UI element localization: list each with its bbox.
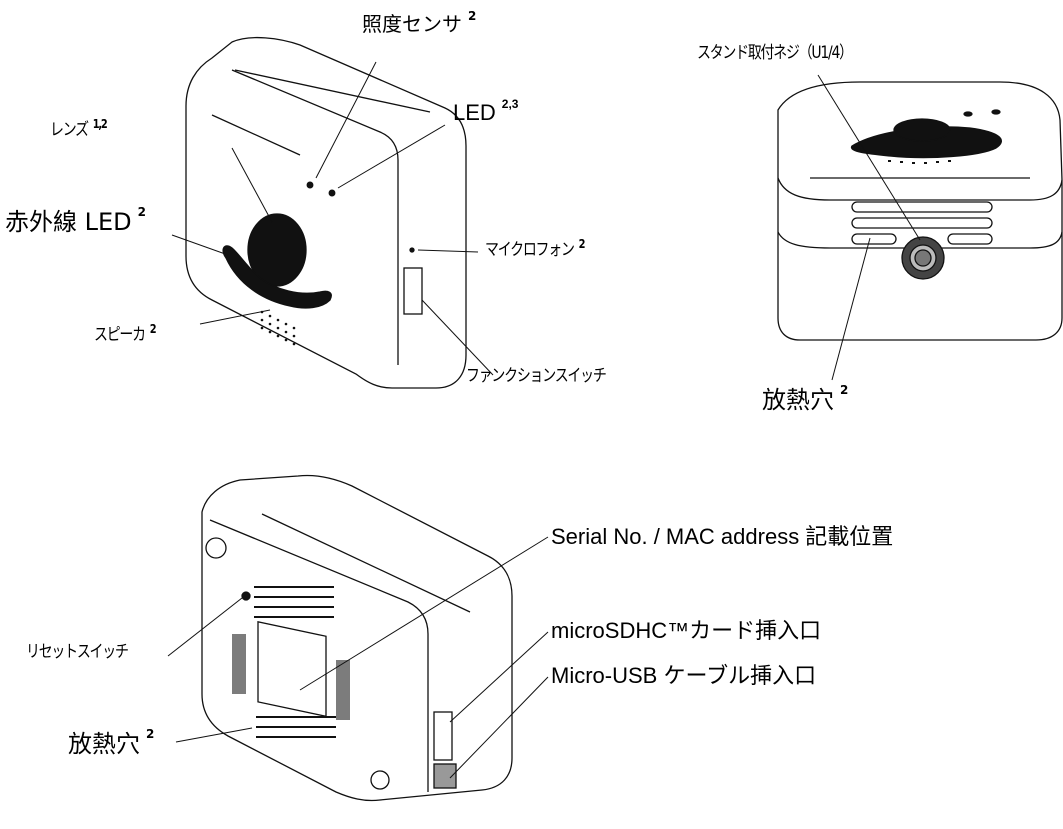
- microsd-slot-icon: [433, 711, 453, 761]
- back-body-outline: [201, 474, 513, 802]
- status-led-icon: [328, 189, 336, 197]
- serial-label-area: [257, 621, 327, 718]
- infrared-led-icon: [222, 245, 332, 309]
- front-accent-line: [211, 114, 301, 156]
- front-face-edge: [231, 69, 399, 365]
- reset-switch-icon: [241, 591, 251, 601]
- back-top-edge: [261, 513, 471, 613]
- front-body-outline: [185, 37, 467, 389]
- bottom-heat-vents: [851, 201, 993, 245]
- function-switch-label: ファンクションスイッチ: [466, 366, 607, 386]
- microsd-slot-label: microSDHC™カード挿入口: [551, 618, 822, 643]
- usb-port-icon: [433, 763, 457, 789]
- usb-port-label: Micro-USB ケーブル挿入口: [551, 663, 817, 688]
- lens-icon: [247, 213, 307, 287]
- bottom-rim: [777, 177, 1063, 201]
- bottom-view: [777, 74, 1063, 381]
- bottom-body-outline: [777, 81, 1063, 341]
- front-top-edge: [234, 69, 431, 113]
- microphone-icon: [409, 247, 415, 253]
- front-view: [171, 37, 494, 389]
- back-view: [167, 474, 549, 802]
- illuminance-sensor-icon: [306, 181, 314, 189]
- function-switch-icon: [403, 267, 423, 315]
- serial-mac-label: Serial No. / MAC address 記載位置: [551, 524, 894, 549]
- speaker-grille-icon: [260, 310, 296, 346]
- reset-switch-label: リセットスイッチ: [26, 642, 129, 662]
- back-hole-br: [370, 770, 390, 790]
- bottom-lens-center: [893, 118, 951, 142]
- back-hole-tl: [205, 537, 227, 559]
- back-heat-vents-icon: [232, 586, 350, 738]
- bottom-dots: [888, 160, 951, 164]
- stand-screw-label: スタンド取付ネジ（U1/4）: [697, 43, 853, 63]
